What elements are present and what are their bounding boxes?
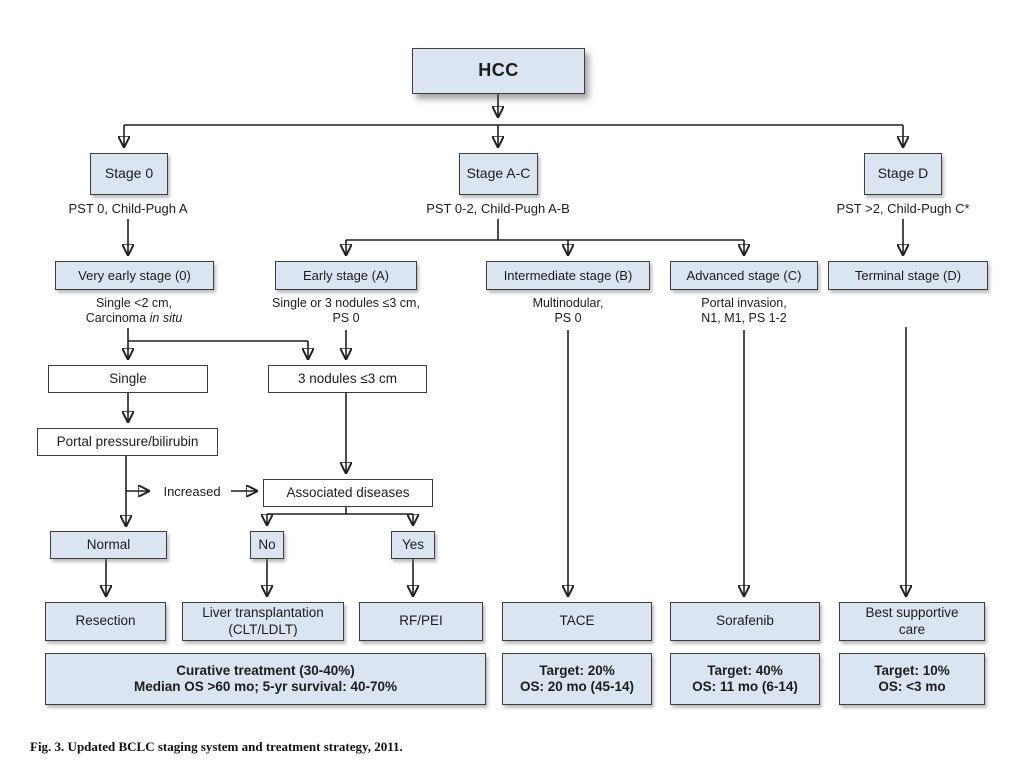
stage-d-criteria: PST >2, Child-Pugh C*	[836, 201, 970, 216]
increased-label: Increased	[163, 484, 221, 499]
figure-caption: Fig. 3. Updated BCLC staging system and …	[30, 739, 403, 754]
early-stage-box: Early stage (A)	[275, 261, 417, 290]
advanced-stage-label: Advanced stage (C)	[686, 267, 802, 283]
transplant-line1: Liver transplantation	[202, 605, 324, 621]
bsc-outcome-box: Target: 10% OS: <3 mo	[839, 653, 985, 705]
hcc-label: HCC	[478, 60, 519, 81]
three-nodules-label: 3 nodules ≤3 cm	[298, 370, 397, 386]
very-early-desc-line1: Single <2 cm,	[95, 296, 173, 310]
early-desc-line1: Single or 3 nodules ≤3 cm,	[272, 296, 420, 310]
best-supportive-care-box: Best supportive care	[839, 602, 985, 641]
very-early-desc-line2: Carcinoma in situ	[85, 311, 183, 325]
tace-box: TACE	[502, 602, 652, 641]
sorafenib-label: Sorafenib	[716, 613, 774, 629]
rf-pei-box: RF/PEI	[359, 602, 483, 641]
stage-ac-box: Stage A-C	[459, 153, 538, 195]
intermediate-desc-line2: PS 0	[554, 311, 582, 325]
normal-box: Normal	[50, 531, 167, 559]
stage-d-label: Stage D	[877, 165, 929, 182]
early-stage-desc: Single or 3 nodules ≤3 cm, PS 0	[246, 296, 446, 326]
intermediate-stage-desc: Multinodular, PS 0	[468, 296, 668, 326]
terminal-stage-box: Terminal stage (D)	[828, 261, 988, 290]
resection-label: Resection	[75, 613, 136, 629]
sorafenib-outcome-line2: OS: 11 mo (6-14)	[692, 679, 798, 694]
curative-outcome-line2: Median OS >60 mo; 5-yr survival: 40-70%	[134, 679, 397, 694]
stage-d-box: Stage D	[864, 153, 942, 195]
portal-pressure-label: Portal pressure/bilirubin	[56, 433, 199, 449]
resection-box: Resection	[45, 602, 166, 641]
single-label: Single	[109, 370, 147, 386]
no-box: No	[250, 531, 284, 559]
rf-pei-label: RF/PEI	[399, 613, 443, 629]
sorafenib-outcome-line1: Target: 40%	[707, 662, 783, 678]
advanced-desc-line1: Portal invasion,	[701, 296, 787, 310]
transplant-line2: (CLT/LDLT)	[228, 621, 298, 637]
bsc-outcome-line1: Target: 10%	[874, 662, 950, 678]
very-early-stage-box: Very early stage (0)	[55, 261, 214, 290]
terminal-stage-label: Terminal stage (D)	[854, 267, 962, 283]
three-nodules-box: 3 nodules ≤3 cm	[268, 365, 427, 393]
tace-outcome-line2: OS: 20 mo (45-14)	[519, 679, 635, 694]
hcc-box: HCC	[412, 48, 585, 94]
curative-outcome-line1: Curative treatment (30-40%)	[176, 662, 355, 678]
advanced-desc-line2: N1, M1, PS 1-2	[701, 311, 787, 325]
sorafenib-box: Sorafenib	[670, 602, 820, 641]
bsc-outcome-line2: OS: <3 mo	[878, 679, 946, 694]
associated-diseases-box: Associated diseases	[263, 479, 433, 507]
stage-0-label: Stage 0	[104, 165, 154, 182]
no-label: No	[258, 536, 276, 552]
tace-outcome-line1: Target: 20%	[539, 662, 615, 678]
tace-label: TACE	[559, 613, 595, 629]
tace-outcome-box: Target: 20% OS: 20 mo (45-14)	[502, 653, 652, 705]
normal-label: Normal	[86, 536, 131, 552]
advanced-stage-desc: Portal invasion, N1, M1, PS 1-2	[644, 296, 844, 326]
very-early-stage-desc: Single <2 cm, Carcinoma in situ	[34, 296, 234, 326]
early-desc-line2: PS 0	[332, 311, 360, 325]
portal-pressure-box: Portal pressure/bilirubin	[37, 428, 218, 456]
bsc-line1: Best supportive	[865, 605, 959, 621]
stage-0-criteria: PST 0, Child-Pugh A	[68, 201, 188, 216]
very-early-stage-label: Very early stage (0)	[78, 267, 191, 283]
sorafenib-outcome-box: Target: 40% OS: 11 mo (6-14)	[670, 653, 820, 705]
stage-ac-label: Stage A-C	[466, 165, 531, 182]
single-box: Single	[48, 365, 208, 393]
intermediate-stage-label: Intermediate stage (B)	[503, 267, 633, 283]
stage-0-box: Stage 0	[90, 153, 168, 195]
stage-ac-criteria: PST 0-2, Child-Pugh A-B	[426, 201, 570, 216]
associated-diseases-label: Associated diseases	[286, 484, 410, 500]
intermediate-stage-box: Intermediate stage (B)	[486, 261, 650, 290]
transplant-box: Liver transplantation (CLT/LDLT)	[182, 602, 344, 641]
yes-label: Yes	[401, 536, 425, 552]
curative-outcome-box: Curative treatment (30-40%) Median OS >6…	[45, 653, 486, 705]
bsc-line2: care	[898, 621, 926, 637]
advanced-stage-box: Advanced stage (C)	[670, 261, 818, 290]
intermediate-desc-line1: Multinodular,	[532, 296, 604, 310]
early-stage-label: Early stage (A)	[303, 267, 389, 283]
yes-box: Yes	[391, 531, 435, 559]
